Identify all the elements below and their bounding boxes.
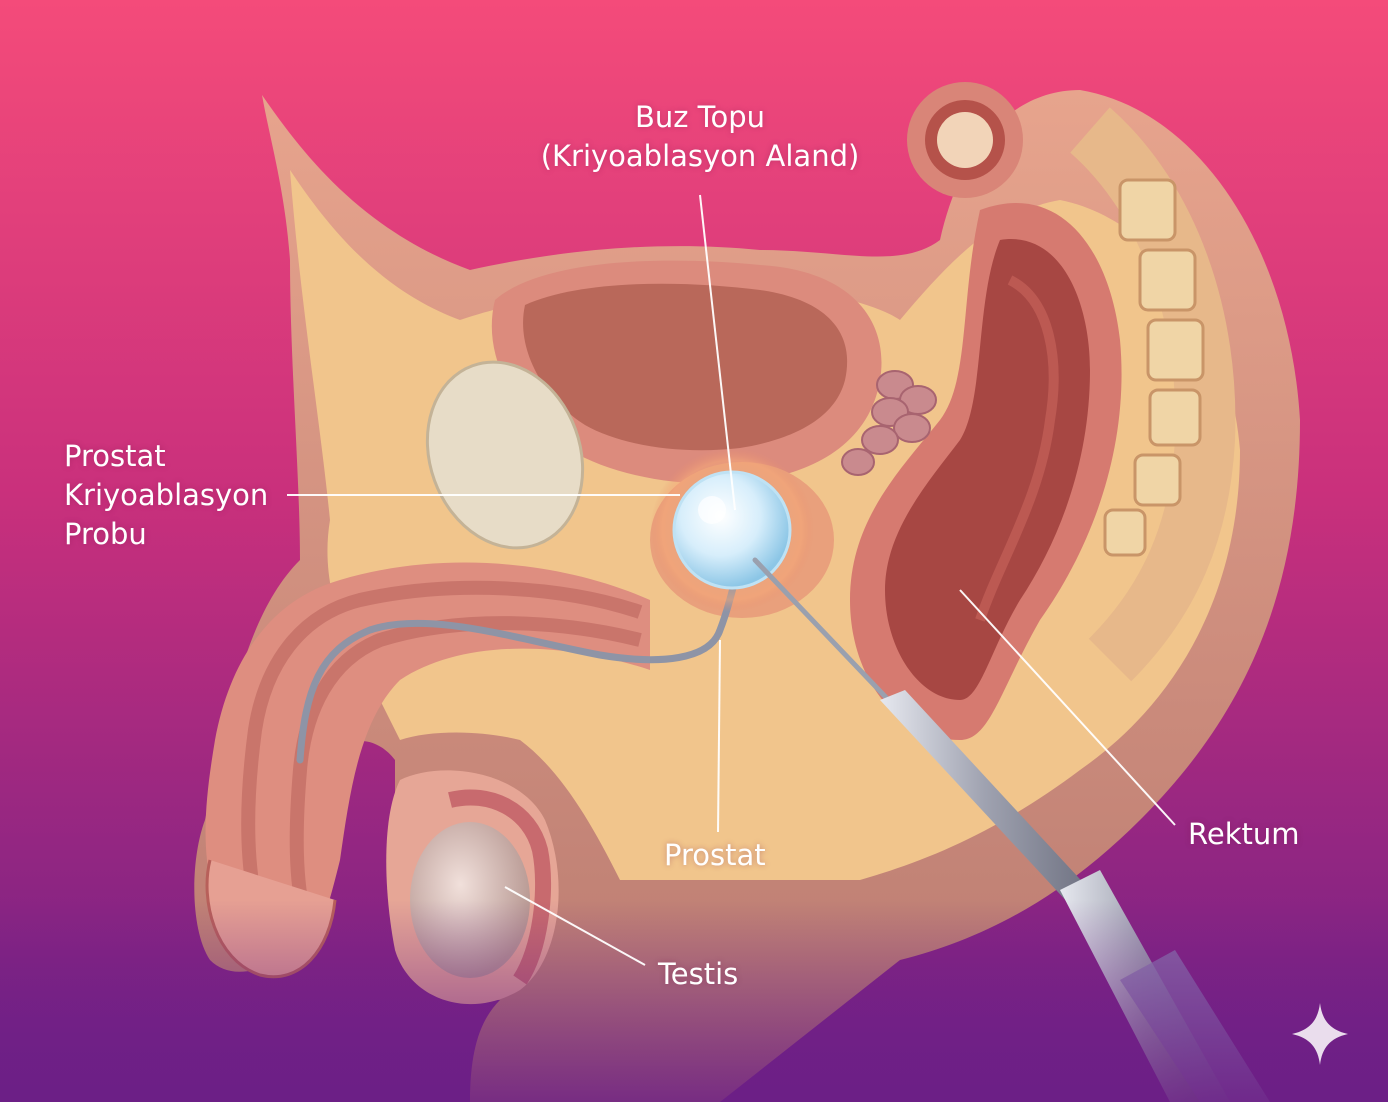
probe-lead-wire — [296, 556, 744, 764]
label-probe-line3: Probu — [64, 517, 147, 551]
rectum — [850, 202, 1122, 741]
sparkle-icon — [1292, 1003, 1348, 1065]
leader-testis — [504, 886, 646, 966]
label-testis: Testis — [658, 957, 739, 991]
label-ice-ball-line2: (Kriyoablasyon Aland) — [540, 139, 860, 173]
label-probe-line1: Prostat — [64, 439, 166, 473]
label-probe: Prostat Kriyoablasyon Probu — [64, 437, 268, 554]
label-probe-line2: Kriyoablasyon — [64, 478, 269, 512]
bottom-fade — [0, 900, 1388, 1102]
label-ice-ball-line1: Buz Topu — [634, 100, 766, 134]
leader-ice-ball — [699, 194, 736, 511]
label-ice-ball: Buz Topu (Kriyoablasyon Aland) — [520, 98, 880, 176]
label-rectum: Rektum — [1188, 817, 1300, 851]
leader-rectum — [959, 589, 1176, 826]
spine — [1069, 107, 1236, 682]
label-prostate: Prostat — [664, 838, 766, 872]
leader-lines — [287, 194, 1176, 966]
bladder — [491, 260, 882, 484]
seminal-vesicle — [841, 370, 937, 476]
pubic-bone — [425, 360, 585, 550]
leader-prostate — [717, 639, 721, 833]
ice-ball — [650, 448, 814, 612]
intestine-loop — [907, 82, 1023, 198]
